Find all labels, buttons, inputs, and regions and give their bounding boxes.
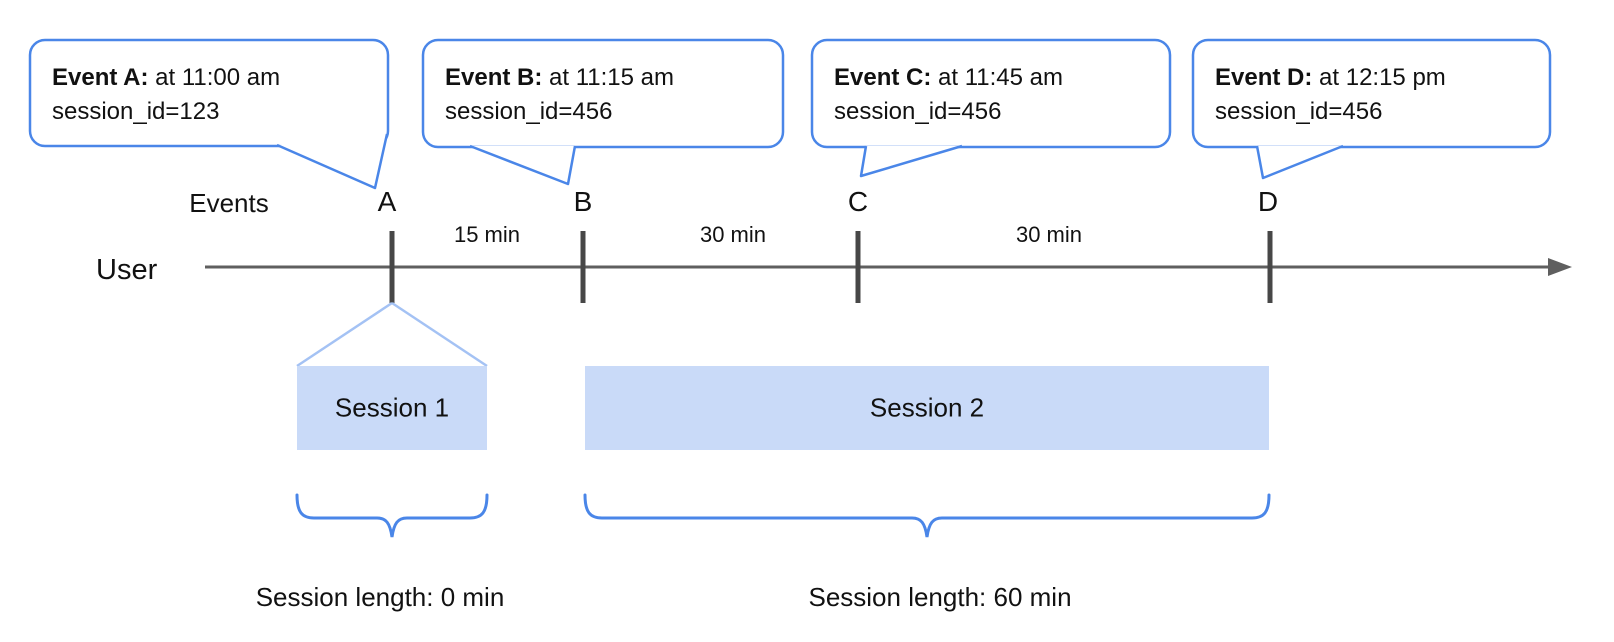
callout-title: Event D: [1215, 64, 1313, 91]
callout-bubble-event-b [421, 38, 785, 149]
interval-label-a-b: 15 min [453, 222, 521, 247]
callout-bubble-event-c [810, 38, 1172, 149]
callout-time: at 11:00 am [155, 64, 281, 91]
callout-title: Event B: [445, 64, 543, 91]
callout-time: at 11:45 am [938, 64, 1063, 91]
callout-text-event-c: Event C: at 11:45 am session_id=456 [834, 61, 1063, 129]
callout-line-2: session_id=456 [1215, 98, 1383, 125]
events-row-label: Events [189, 188, 269, 218]
callout-text-event-a: Event A: at 11:00 am session_id=123 [52, 61, 280, 129]
callout-line-2: session_id=123 [52, 98, 220, 125]
event-letter-a: A [377, 186, 397, 217]
callout-tail-event-c [859, 144, 963, 178]
event-letter-b: B [573, 186, 593, 217]
callout-line-2: session_id=456 [445, 98, 613, 125]
callout-line-1: Event D: at 12:15 pm [1215, 61, 1446, 95]
event-letter-d: D [1257, 186, 1279, 217]
interval-label-c-d: 30 min [1015, 222, 1083, 247]
callout-line-1: Event C: at 11:45 am [834, 61, 1063, 95]
session-2-length-label: Session length: 60 min [808, 582, 1072, 612]
session-1-brace [295, 493, 489, 538]
funnel-line-left [296, 301, 393, 368]
callout-title: Event A: [52, 64, 149, 91]
funnel-line-right [391, 301, 488, 368]
callout-line-2: session_id=456 [834, 98, 1002, 125]
callout-line-1: Event A: at 11:00 am [52, 61, 280, 95]
callout-title: Event C: [834, 64, 932, 91]
session-1-length-label: Session length: 0 min [255, 582, 505, 612]
interval-label-b-c: 30 min [699, 222, 767, 247]
session-2-label: Session 2 [869, 392, 985, 423]
callout-time: at 12:15 pm [1319, 64, 1446, 91]
event-letter-c: C [847, 186, 869, 217]
callout-line-1: Event B: at 11:15 am [445, 61, 674, 95]
timeline-arrowhead-icon [1548, 258, 1572, 276]
callout-time: at 11:15 am [549, 64, 674, 91]
user-row-label: User [96, 254, 158, 286]
callout-tail-event-b [469, 144, 577, 186]
session-1-label: Session 1 [334, 392, 450, 423]
callout-tail-event-d [1255, 144, 1344, 180]
callout-bubble-event-d [1191, 38, 1552, 149]
callout-bubble-event-a [28, 38, 390, 148]
session-2-brace [583, 493, 1271, 538]
session-1-box [297, 366, 487, 450]
callout-text-event-b: Event B: at 11:15 am session_id=456 [445, 61, 674, 129]
callout-text-event-d: Event D: at 12:15 pm session_id=456 [1215, 61, 1446, 129]
callout-tail-event-a [276, 133, 389, 190]
session-2-box [585, 366, 1269, 450]
